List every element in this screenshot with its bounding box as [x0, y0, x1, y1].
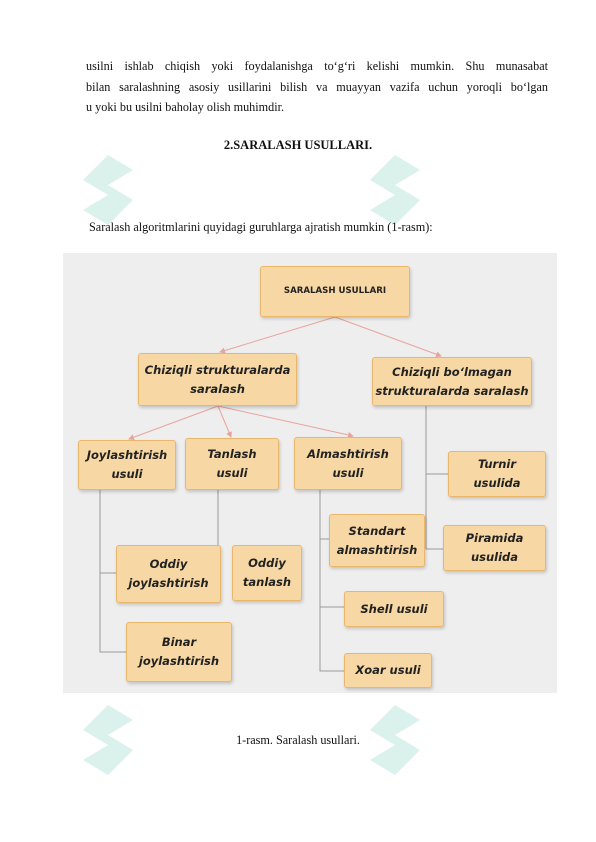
node-label: Oddiy: [248, 556, 286, 570]
node-label: joylashtirish: [138, 654, 220, 668]
node-hoare-sort: Xoar usuli: [344, 653, 432, 688]
node-selection-method: Tanlash usuli: [185, 438, 279, 490]
node-pyramid-sort: Piramida usulida: [443, 525, 546, 571]
connector-selection-simple: [198, 490, 219, 554]
node-label: saralash: [190, 381, 245, 396]
node-label: usulida: [470, 550, 519, 564]
paragraph-line: u yoki bu usilni baholay olish muhimdir.: [86, 100, 285, 114]
connector-exchange-hoare: [319, 490, 344, 672]
node-label: almashtirish: [336, 542, 418, 557]
paragraph-line: usilni ishlab chiqish yoki foydalanishga…: [86, 59, 548, 73]
node-label: Binar: [161, 635, 197, 649]
node-standard-exchange: Standart almashtirish: [329, 514, 425, 567]
connector-insertion-binary: [99, 490, 126, 653]
arrow-root-to-nonlinear: [334, 316, 442, 358]
node-label: Turnir: [477, 457, 516, 471]
paragraph-line: bilan saralashning asosiy usillarini bil…: [86, 79, 548, 94]
node-label: Tanlash: [207, 447, 257, 461]
node-label: strukturalarda saralash: [375, 383, 529, 398]
node-sorting-methods: SARALASH USULLARI: [260, 266, 410, 317]
figure-caption: 1-rasm. Saralash usullari.: [236, 733, 360, 747]
section-heading: 2.SARALASH USULLARI.: [223, 138, 373, 152]
arrow-root-to-linear: [219, 316, 336, 354]
node-label: Standart: [348, 523, 406, 538]
node-label: joylashtirish: [128, 576, 209, 590]
watermark-logo-icon: [370, 705, 420, 775]
node-label: Joylashtirish: [86, 448, 168, 462]
node-label: Oddiy: [149, 557, 188, 571]
node-label: usuli: [111, 467, 143, 481]
node-label: Almashtirish: [307, 446, 389, 461]
node-label: usuli: [216, 466, 248, 480]
watermark-logo-icon: [83, 705, 133, 775]
intro-sentence: Saralash algoritmlarini quyidagi guruhla…: [89, 220, 433, 234]
node-tournament-sort: Turnir usulida: [448, 451, 546, 497]
node-label: usuli: [332, 465, 364, 480]
node-label: Chiziqli strukturalarda: [144, 362, 291, 377]
node-label: SARALASH USULLARI: [283, 286, 387, 296]
body-paragraph: usilni ishlab chiqish yoki foydalanishga…: [86, 56, 548, 118]
node-simple-selection: Oddiy tanlash: [232, 545, 302, 601]
node-insertion-method: Joylashtirish usuli: [78, 440, 176, 490]
node-label: usulida: [473, 476, 521, 490]
node-label: Chiziqli bo‘lmagan: [392, 364, 512, 379]
arrow-linear-to-insertion: [128, 405, 219, 441]
node-binary-insertion: Binar joylashtirish: [126, 622, 232, 682]
arrow-linear-to-exchange: [217, 405, 354, 438]
node-simple-insertion: Oddiy joylashtirish: [116, 545, 221, 603]
node-nonlinear-structures: Chiziqli bo‘lmagan strukturalarda saralas…: [372, 357, 532, 406]
node-label: Shell usuli: [360, 601, 428, 616]
watermark-logo-icon: [83, 155, 133, 225]
arrow-linear-to-selection: [217, 405, 232, 438]
sorting-methods-diagram: SARALASH USULLARI Chiziqli strukturalard…: [63, 253, 557, 693]
watermark-logo-icon: [370, 155, 420, 225]
node-exchange-method: Almashtirish usuli: [294, 437, 402, 490]
node-label: tanlash: [242, 575, 292, 589]
node-linear-structures: Chiziqli strukturalarda saralash: [138, 353, 297, 406]
node-label: Piramida: [465, 531, 524, 545]
node-shell-sort: Shell usuli: [344, 591, 444, 627]
node-label: Xoar usuli: [355, 663, 421, 677]
